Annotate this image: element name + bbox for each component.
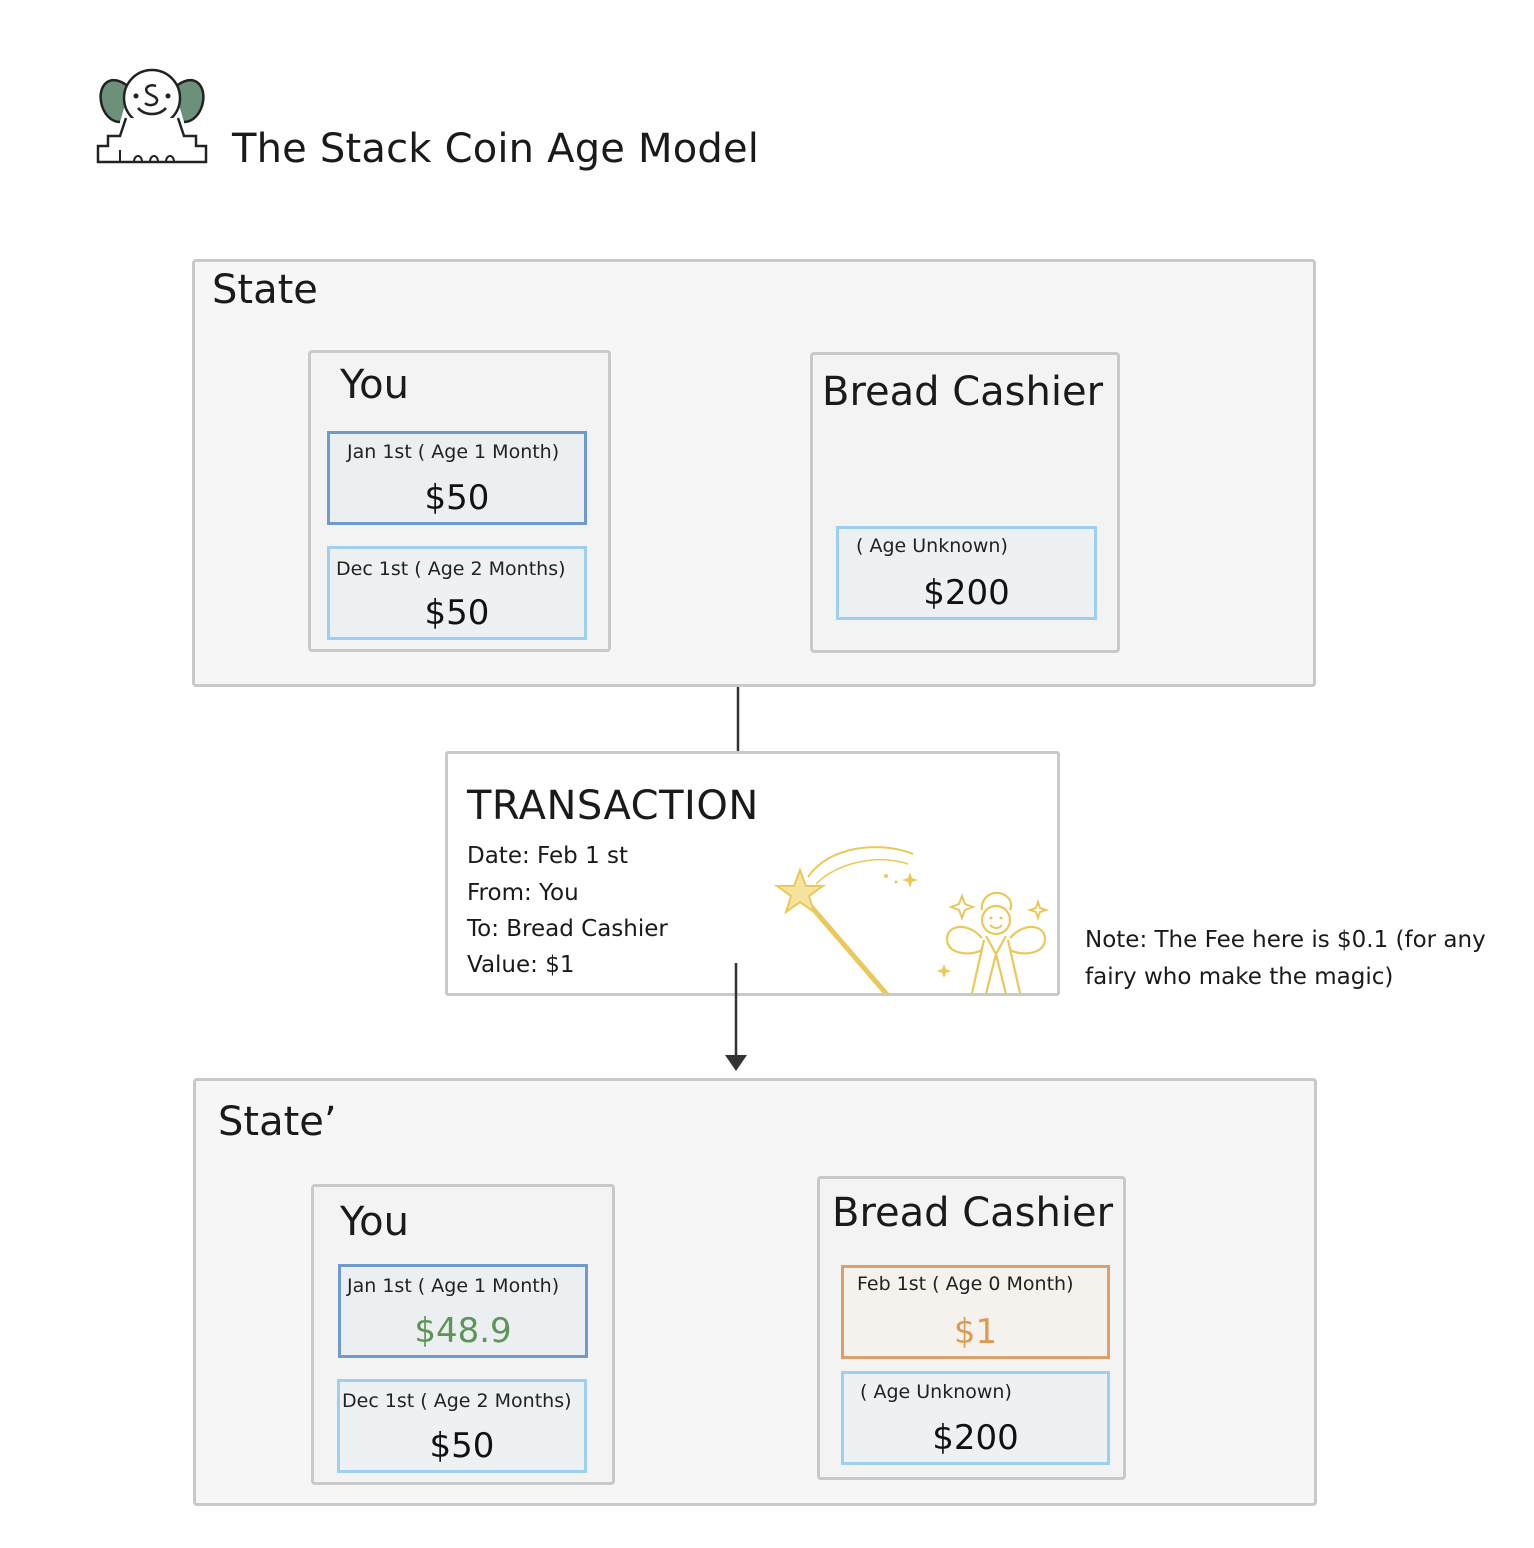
flow-arrow: [725, 963, 747, 1071]
coin-value: $200: [932, 1418, 1019, 1458]
stack-coin-mascot-icon: [90, 66, 214, 170]
transaction-date: Date: Feb 1 st: [467, 843, 629, 869]
party-you: You Jan 1st ( Age 1 Month) $50 Dec 1st (…: [308, 350, 611, 652]
coin-card: Dec 1st ( Age 2 Months) $50: [337, 1379, 587, 1473]
coin-age-label: Dec 1st ( Age 2 Months): [342, 1390, 572, 1412]
coin-value: $48.9: [414, 1311, 512, 1351]
coin-age-label: ( Age Unknown): [860, 1381, 1012, 1403]
state-title: State’: [218, 1099, 337, 1145]
magic-wand-icon: [773, 846, 918, 993]
coin-value: $1: [953, 1312, 998, 1352]
party-you: You Jan 1st ( Age 1 Month) $48.9 Dec 1st…: [311, 1184, 615, 1485]
party-bread-cashier: Bread Cashier ( Age Unknown) $200: [810, 352, 1120, 653]
coin-card: ( Age Unknown) $200: [841, 1371, 1110, 1465]
party-bread-cashier: Bread Cashier Feb 1st ( Age 0 Month) $1 …: [817, 1176, 1126, 1480]
transaction-title: TRANSACTION: [467, 783, 759, 829]
coin-age-label: Jan 1st ( Age 1 Month): [347, 1275, 560, 1297]
coin-value: $50: [424, 593, 490, 633]
transaction-panel: TRANSACTION Date: Feb 1 st From: You To:…: [445, 751, 1060, 996]
transaction-from: From: You: [467, 880, 579, 906]
party-name: You: [340, 362, 409, 408]
page-title: The Stack Coin Age Model: [232, 126, 760, 172]
coin-age-label: ( Age Unknown): [856, 535, 1008, 557]
coin-age-label: Jan 1st ( Age 1 Month): [347, 441, 560, 463]
fee-note: Note: The Fee here is $0.1 (for any fair…: [1085, 927, 1486, 990]
state-before-panel: State You Jan 1st ( Age 1 Month) $50 Dec…: [192, 259, 1316, 687]
state-after-panel: State’ You Jan 1st ( Age 1 Month) $48.9 …: [193, 1078, 1317, 1506]
coin-age-label: Feb 1st ( Age 0 Month): [857, 1273, 1074, 1295]
coin-age-label: Dec 1st ( Age 2 Months): [336, 558, 566, 580]
party-name: Bread Cashier: [832, 1190, 1114, 1236]
party-name: Bread Cashier: [822, 369, 1104, 415]
fairy-icon: [937, 891, 1050, 993]
party-name: You: [340, 1199, 409, 1245]
coin-card: Jan 1st ( Age 1 Month) $50: [327, 431, 587, 525]
coin-card: Jan 1st ( Age 1 Month) $48.9: [338, 1264, 588, 1358]
transaction-to: To: Bread Cashier: [467, 916, 668, 942]
coin-card: Dec 1st ( Age 2 Months) $50: [327, 546, 587, 640]
coin-card-new: Feb 1st ( Age 0 Month) $1: [841, 1265, 1110, 1359]
coin-card: ( Age Unknown) $200: [836, 526, 1097, 620]
state-title: State: [212, 267, 318, 313]
transaction-value: Value: $1: [467, 952, 575, 978]
coin-value: $50: [429, 1426, 495, 1466]
coin-value: $200: [923, 573, 1010, 613]
coin-value: $50: [424, 478, 490, 518]
